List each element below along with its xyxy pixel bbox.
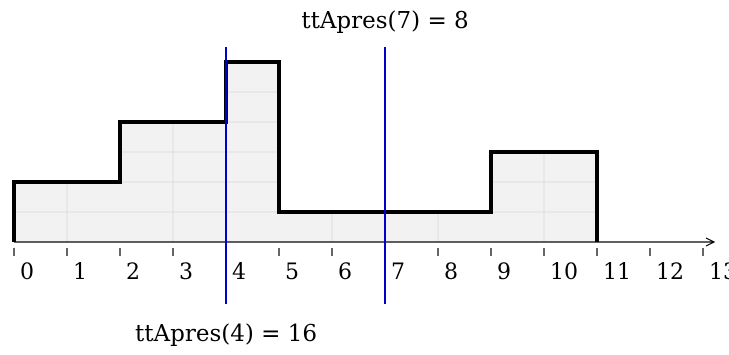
profile-outline [12, 60, 599, 242]
x-tick-label-12: 12 [656, 260, 684, 285]
x-tick-label-9: 9 [497, 260, 511, 285]
marker-label-4: ttApres(4) = 16 [135, 321, 317, 347]
x-tick-label-10: 10 [550, 260, 578, 285]
marker-label-7: ttApres(7) = 8 [301, 8, 468, 34]
x-tick-label-6: 6 [338, 260, 352, 285]
x-tick-label-0: 0 [20, 260, 34, 285]
grid-layer [14, 91, 597, 242]
x-tick-label-1: 1 [73, 260, 87, 285]
x-tick-label-8: 8 [444, 260, 458, 285]
x-tick-label-4: 4 [232, 260, 246, 285]
x-tick-label-3: 3 [179, 260, 193, 285]
markers-layer: ttApres(4) = 16 ttApres(7) = 8 [135, 8, 469, 347]
tick-labels-layer: 012345678910111213 [20, 260, 729, 285]
x-tick-label-11: 11 [603, 260, 631, 285]
x-tick-label-5: 5 [285, 260, 299, 285]
x-tick-label-13: 13 [709, 260, 729, 285]
x-tick-label-7: 7 [391, 260, 405, 285]
profile-outline-layer [12, 60, 599, 242]
x-axis-arrow [705, 237, 716, 247]
x-tick-label-2: 2 [126, 260, 140, 285]
